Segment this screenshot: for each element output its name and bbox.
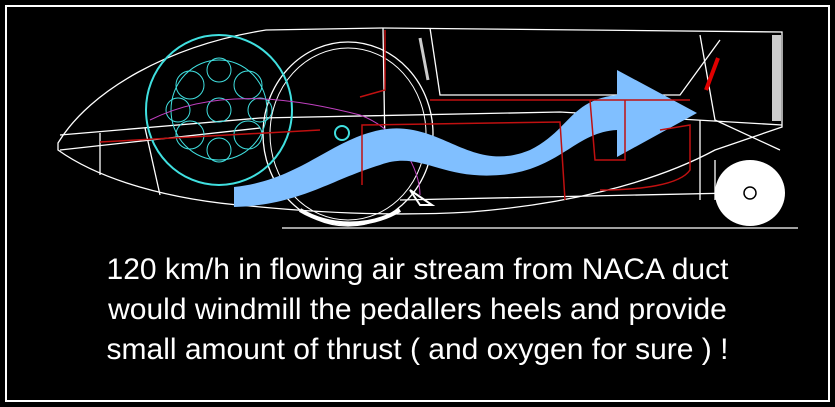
crank-arm — [409, 189, 436, 206]
caption-line-3: small amount of thrust ( and oxygen for … — [106, 333, 729, 366]
frame-tubes — [99, 30, 691, 201]
airflow-arrow — [234, 70, 697, 207]
rear-wheel — [715, 160, 785, 226]
front-wheel — [262, 41, 434, 227]
caption-line-2: would windmill the pedallers heels and p… — [108, 293, 727, 326]
rear-hub — [743, 186, 757, 200]
caption-line-1: 120 km/h in flowing air stream from NACA… — [106, 253, 729, 286]
caption: 120 km/h in flowing air stream from NACA… — [0, 250, 835, 370]
seat-back — [418, 37, 430, 81]
border-frame — [5, 5, 830, 402]
fan-assembly — [145, 34, 350, 186]
rear-panel — [772, 35, 781, 121]
vehicle-drawing — [57, 27, 798, 229]
tail-light — [704, 57, 720, 91]
cable — [149, 98, 421, 196]
front-tire — [298, 208, 402, 226]
